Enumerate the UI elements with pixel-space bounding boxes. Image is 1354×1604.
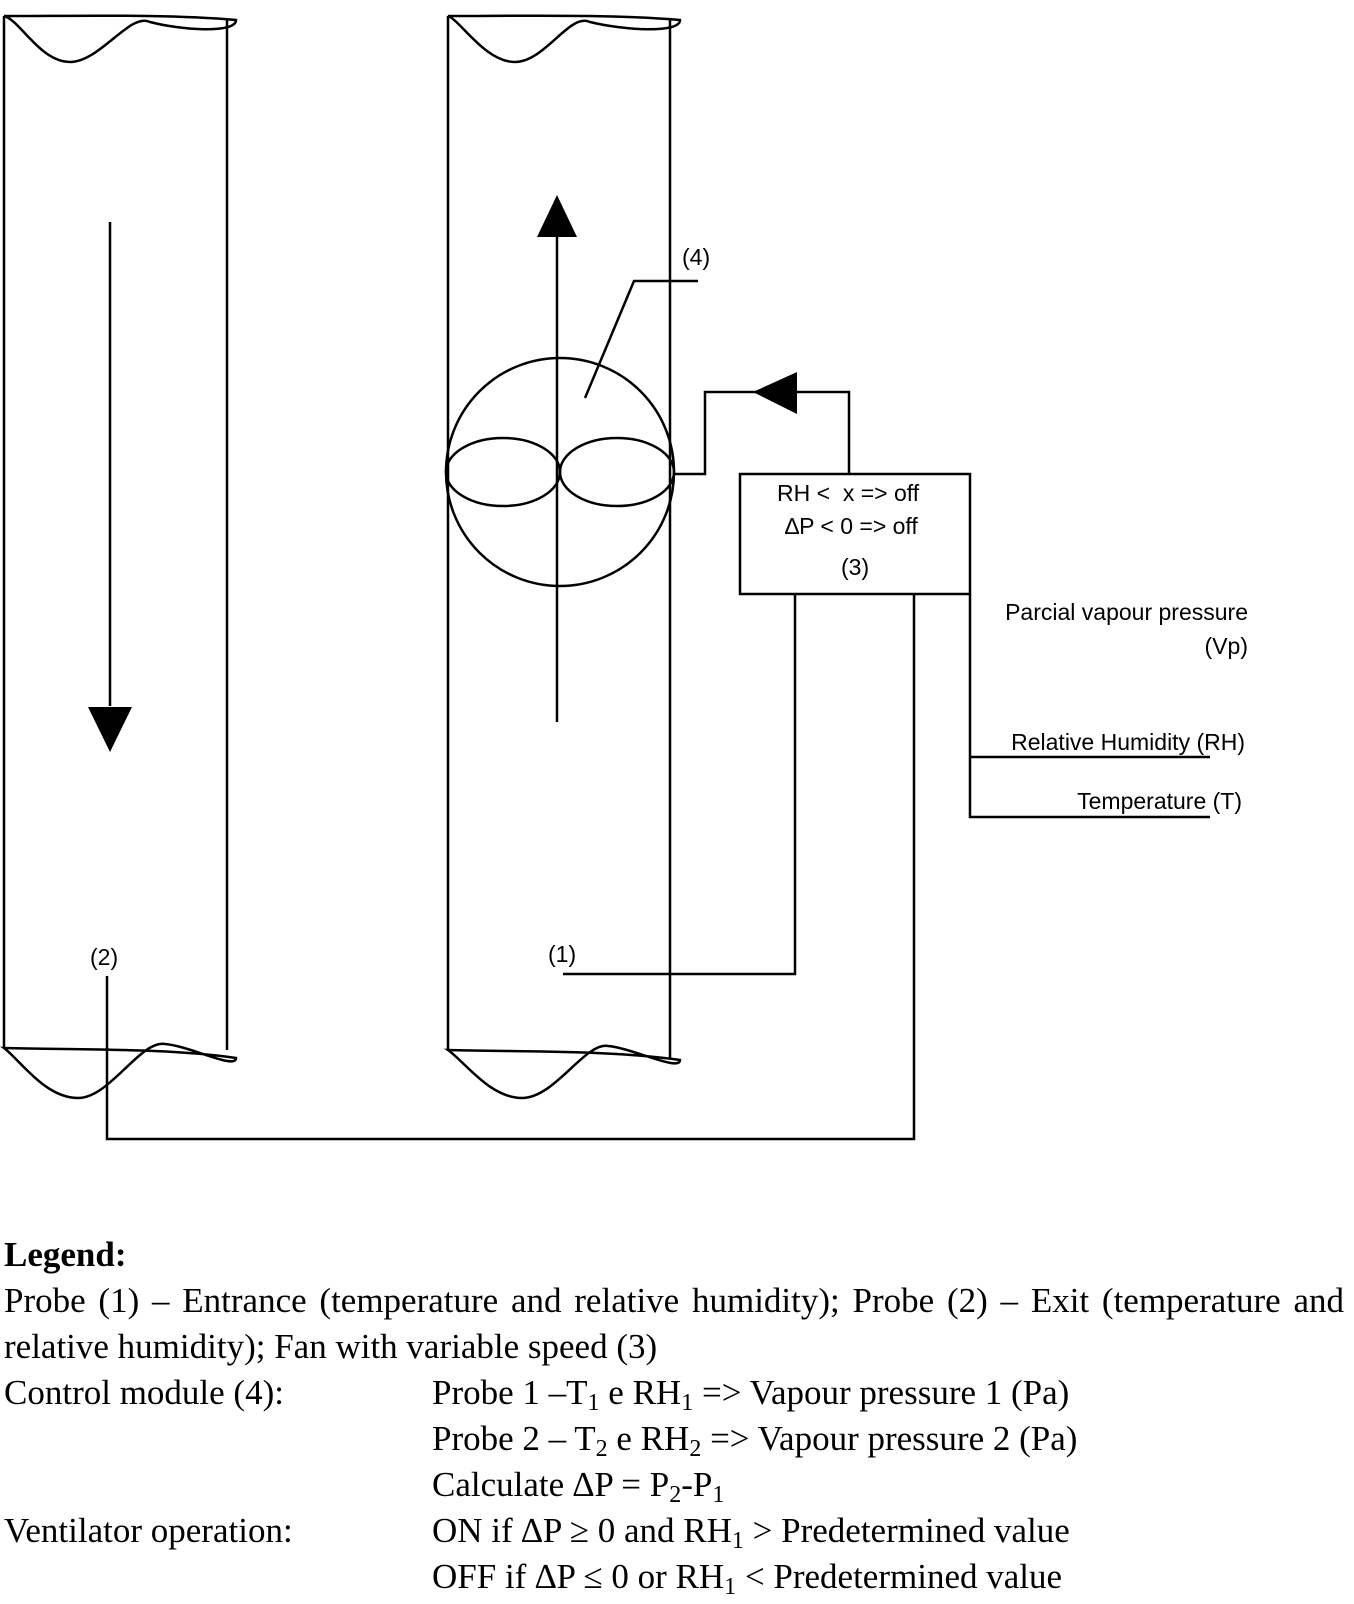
relative-humidity-label: Relative Humidity (RH) — [1011, 729, 1245, 755]
fan-label: (4) — [682, 244, 710, 270]
legend-vent-row-2: OFF if ∆P ≤ 0 or RH1 < Predetermined val… — [4, 1554, 1344, 1600]
legend-control-label: Control module (4): — [4, 1373, 284, 1412]
probe-2-wire — [105, 594, 916, 1141]
legend-control-row-1: Control module (4): Probe 1 –T1 e RH1 =>… — [4, 1370, 1344, 1416]
control-rule-dp: ∆P < 0 => off — [785, 513, 918, 539]
temperature-label: Temperature (T) — [1077, 788, 1242, 814]
legend-calc-formula: Calculate ∆P = P2-P1 — [432, 1465, 725, 1508]
legend: Legend: Probe (1) – Entrance (temperatur… — [4, 1232, 1344, 1600]
probe-2-label: (2) — [90, 944, 118, 970]
vapour-pressure-label: Parcial vapour pressure — [1005, 599, 1248, 625]
legend-title: Legend: — [4, 1235, 127, 1274]
legend-control-row-3: Calculate ∆P = P2-P1 — [4, 1462, 1344, 1508]
entrance-airflow-arrow — [537, 195, 577, 722]
entrance-duct — [443, 14, 682, 1100]
ventilation-diagram: (4) RH < x => off ∆P < 0 => off (3) Parc… — [0, 14, 1248, 1141]
exit-airflow-arrow — [88, 222, 132, 752]
legend-probe-2-formula: Probe 2 – T2 e RH2 => Vapour pressure 2 … — [432, 1419, 1078, 1462]
vapour-pressure-unit: (Vp) — [1205, 633, 1248, 659]
legend-control-row-2: Probe 2 – T2 e RH2 => Vapour pressure 2 … — [4, 1416, 1344, 1462]
control-module-box — [738, 472, 972, 596]
legend-probe-1-formula: Probe 1 –T1 e RH1 => Vapour pressure 1 (… — [432, 1373, 1070, 1416]
legend-probes: Probe (1) – Entrance (temperature and re… — [4, 1281, 1344, 1366]
legend-vent-row-1: Ventilator operation: ON if ∆P ≥ 0 and R… — [4, 1508, 1344, 1554]
control-rule-rh: RH < x => off — [777, 480, 920, 506]
legend-vent-on: ON if ∆P ≥ 0 and RH1 > Predetermined val… — [432, 1511, 1070, 1554]
control-signal-line — [674, 372, 851, 476]
fan-label-leader — [583, 279, 698, 399]
output-lines — [968, 594, 1210, 819]
legend-vent-label: Ventilator operation: — [4, 1511, 293, 1550]
probe-1-wire — [563, 594, 797, 976]
exit-duct — [0, 14, 238, 1100]
fan-icon — [444, 356, 676, 588]
probe-1-label: (1) — [548, 941, 576, 967]
legend-vent-off: OFF if ∆P ≤ 0 or RH1 < Predetermined val… — [432, 1557, 1063, 1600]
control-module-label: (3) — [841, 554, 869, 580]
